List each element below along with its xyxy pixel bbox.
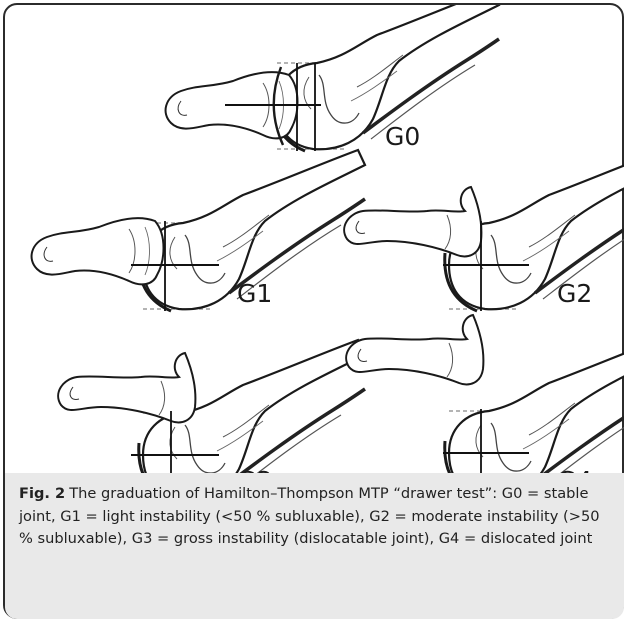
figure-label: Fig. 2	[19, 485, 65, 502]
caption-text: The graduation of Hamilton–Thompson MTP …	[19, 485, 600, 547]
grade-label-g0: G0	[385, 122, 420, 151]
figure-illustration: G0 G1 G2 G3 G4	[5, 5, 624, 475]
panel-g4	[346, 315, 624, 475]
panel-g1	[32, 150, 365, 311]
grade-label-g1: G1	[237, 279, 272, 308]
grade-label-g2: G2	[557, 279, 592, 308]
panel-g3	[58, 340, 365, 475]
panel-g0	[166, 5, 499, 151]
